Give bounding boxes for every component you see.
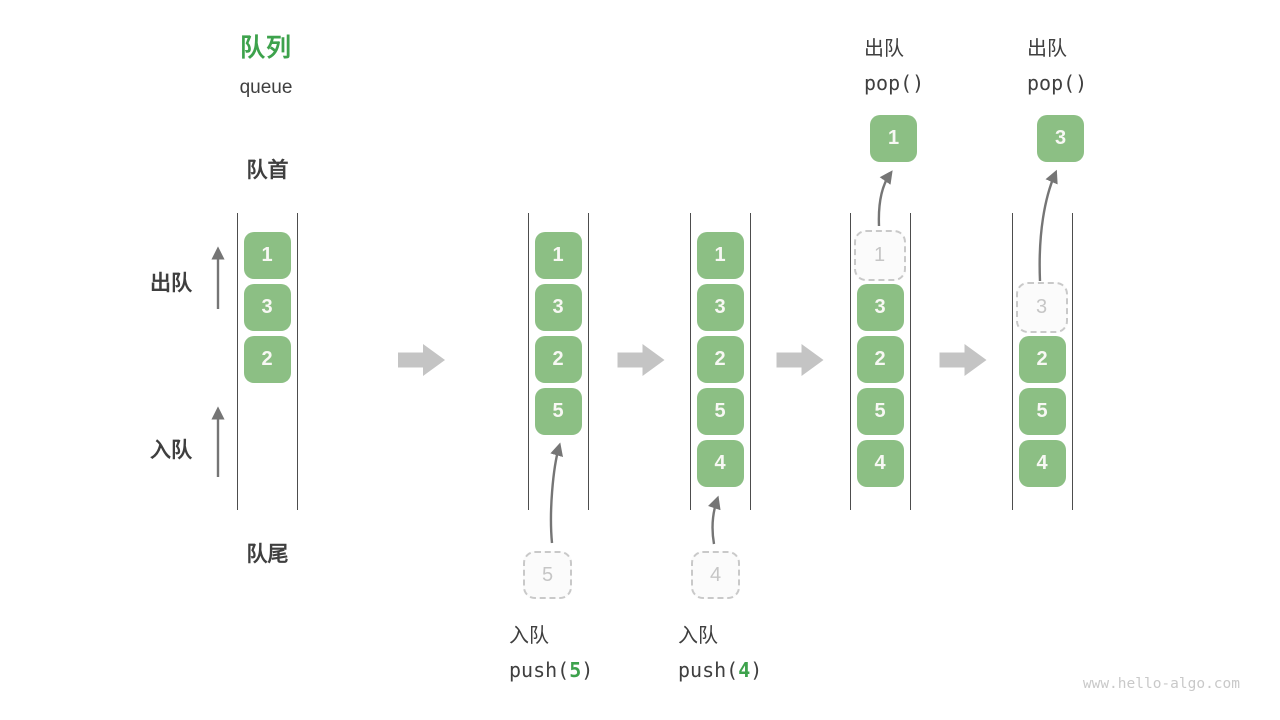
queue-column-state-1: 1 3 2 (237, 213, 298, 510)
queue-item: 2 (534, 336, 582, 383)
queue-item: 4 (856, 440, 904, 487)
op-code-fn: push( (678, 658, 739, 682)
pop-operation-label: 出队 pop() (864, 32, 924, 95)
op-code: push(4) (678, 658, 762, 682)
pop-operation-label: 出队 pop() (1027, 32, 1087, 95)
incoming-item: 4 (691, 551, 740, 599)
title-block: 队列 queue (214, 28, 318, 99)
op-code-arg: 4 (738, 658, 751, 682)
op-code-close: ) (581, 658, 594, 682)
op-label-zh: 出队 (864, 38, 904, 60)
queue-item: 5 (1018, 388, 1066, 435)
push-operation-label: 入队 push(5) (509, 619, 593, 682)
queue-item: 4 (1018, 440, 1066, 487)
queue-item: 2 (243, 336, 291, 383)
op-code-fn: push( (509, 658, 570, 682)
watermark: www.hello-algo.com (1082, 676, 1240, 692)
queue-column-state-4: 1 3 2 5 4 (850, 213, 911, 510)
transition-arrow-icon (776, 344, 824, 376)
title-zh: 队列 (239, 34, 292, 62)
queue-rear-label: 队尾 (246, 543, 289, 566)
queue-item: 2 (696, 336, 744, 383)
transition-arrow-icon (617, 344, 665, 376)
push-operation-label: 入队 push(4) (678, 619, 762, 682)
op-code: pop() (1027, 71, 1088, 95)
removed-item-ghost: 3 (1015, 282, 1068, 333)
queue-column-state-3: 1 3 2 5 4 (690, 213, 751, 510)
enqueue-side-label: 入队 (150, 439, 192, 462)
transition-arrow-icon (398, 344, 445, 376)
queue-item: 3 (243, 284, 291, 331)
popped-item: 1 (870, 115, 917, 162)
queue-item: 2 (1018, 336, 1066, 383)
queue-column-state-5: 3 2 5 4 (1012, 213, 1073, 510)
dequeue-side-label: 出队 (150, 272, 192, 295)
queue-item: 3 (856, 284, 904, 331)
queue-item: 5 (856, 388, 904, 435)
op-label-zh: 入队 (678, 625, 718, 647)
queue-item: 3 (534, 284, 582, 331)
queue-item: 4 (696, 440, 744, 487)
incoming-item: 5 (523, 551, 572, 599)
removed-item-ghost: 1 (853, 230, 906, 281)
queue-item: 1 (243, 232, 291, 279)
transition-arrow-icon (939, 344, 987, 376)
queue-item: 2 (856, 336, 904, 383)
op-code-arg: 5 (569, 658, 582, 682)
op-code-close: ) (750, 658, 763, 682)
op-code: pop() (864, 71, 925, 95)
queue-item: 5 (696, 388, 744, 435)
queue-front-label: 队首 (246, 159, 289, 182)
title-en: queue (239, 77, 293, 98)
op-code: push(5) (509, 658, 593, 682)
queue-item: 1 (696, 232, 744, 279)
op-label-zh: 入队 (509, 625, 549, 647)
op-label-zh: 出队 (1027, 38, 1067, 60)
queue-item: 5 (534, 388, 582, 435)
queue-column-state-2: 1 3 2 5 (528, 213, 589, 510)
popped-item: 3 (1037, 115, 1084, 162)
queue-item: 1 (534, 232, 582, 279)
queue-item: 3 (696, 284, 744, 331)
